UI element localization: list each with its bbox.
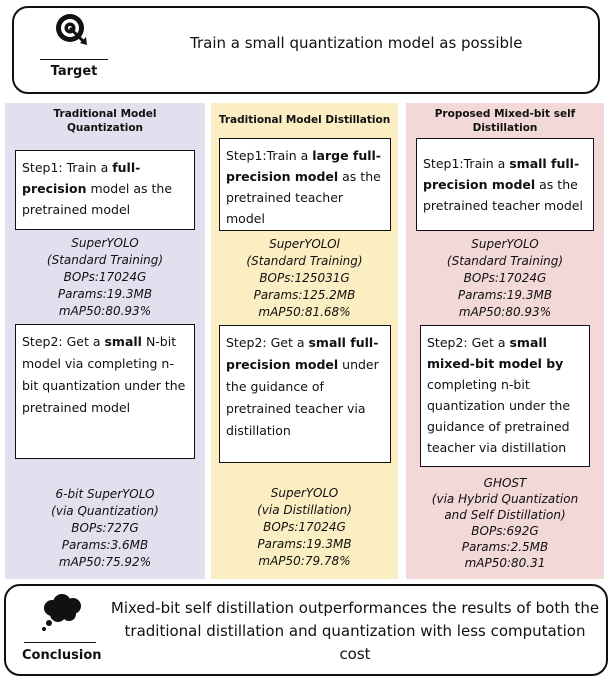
stats2: GHOST (via Hybrid Quantization and Self … xyxy=(431,476,579,570)
step2-box: Step2: Get a small mixed-bit model by co… xyxy=(420,325,590,467)
column-traditional-distillation: Traditional Model Distillation Step1:Tra… xyxy=(211,103,398,579)
stats2: 6-bit SuperYOLO (via Quantization) BOPs:… xyxy=(51,487,159,569)
conclusion-label: Conclusion xyxy=(22,648,102,663)
target-text: Train a small quantization model as poss… xyxy=(190,34,523,52)
stats1: SuperYOLO (Standard Training) BOPs:17024… xyxy=(46,236,164,318)
column-title: Traditional Model Distillation xyxy=(218,114,391,126)
step1-box: Step1:Train a small full-precision model… xyxy=(416,138,594,231)
conclusion-panel xyxy=(4,584,608,676)
target-icon xyxy=(54,12,88,46)
target-rule xyxy=(40,59,108,60)
column-title: Traditional Model Quantization xyxy=(53,108,157,134)
conclusion-rule xyxy=(24,642,96,643)
step1-box: Step1:Train a large full-precision model… xyxy=(219,138,391,231)
target-panel xyxy=(12,6,600,94)
step2-box: Step2: Get a small full-precision model … xyxy=(219,325,391,463)
stats1: SuperYOLOl (Standard Training) BOPs:1250… xyxy=(246,237,363,319)
column-title: Proposed Mixed-bit self Distillation xyxy=(434,108,576,134)
stats1: SuperYOLO (Standard Training) BOPs:17024… xyxy=(446,237,564,319)
step1-box: Step1: Train a full-precision model as t… xyxy=(15,150,195,230)
conclusion-text: Mixed-bit self distillation outperforman… xyxy=(110,599,600,663)
column-traditional-quantization: Traditional Model Quantization Step1: Tr… xyxy=(5,103,205,579)
target-label: Target xyxy=(50,64,98,79)
thought-cloud-icon xyxy=(38,592,88,634)
stats2: SuperYOLO (via Distillation) BOPs:17024G… xyxy=(257,486,352,568)
step2-box: Step2: Get a small N-bit model via compl… xyxy=(15,324,195,459)
column-proposed-mixed-bit: Proposed Mixed-bit self Distillation Ste… xyxy=(406,103,604,579)
